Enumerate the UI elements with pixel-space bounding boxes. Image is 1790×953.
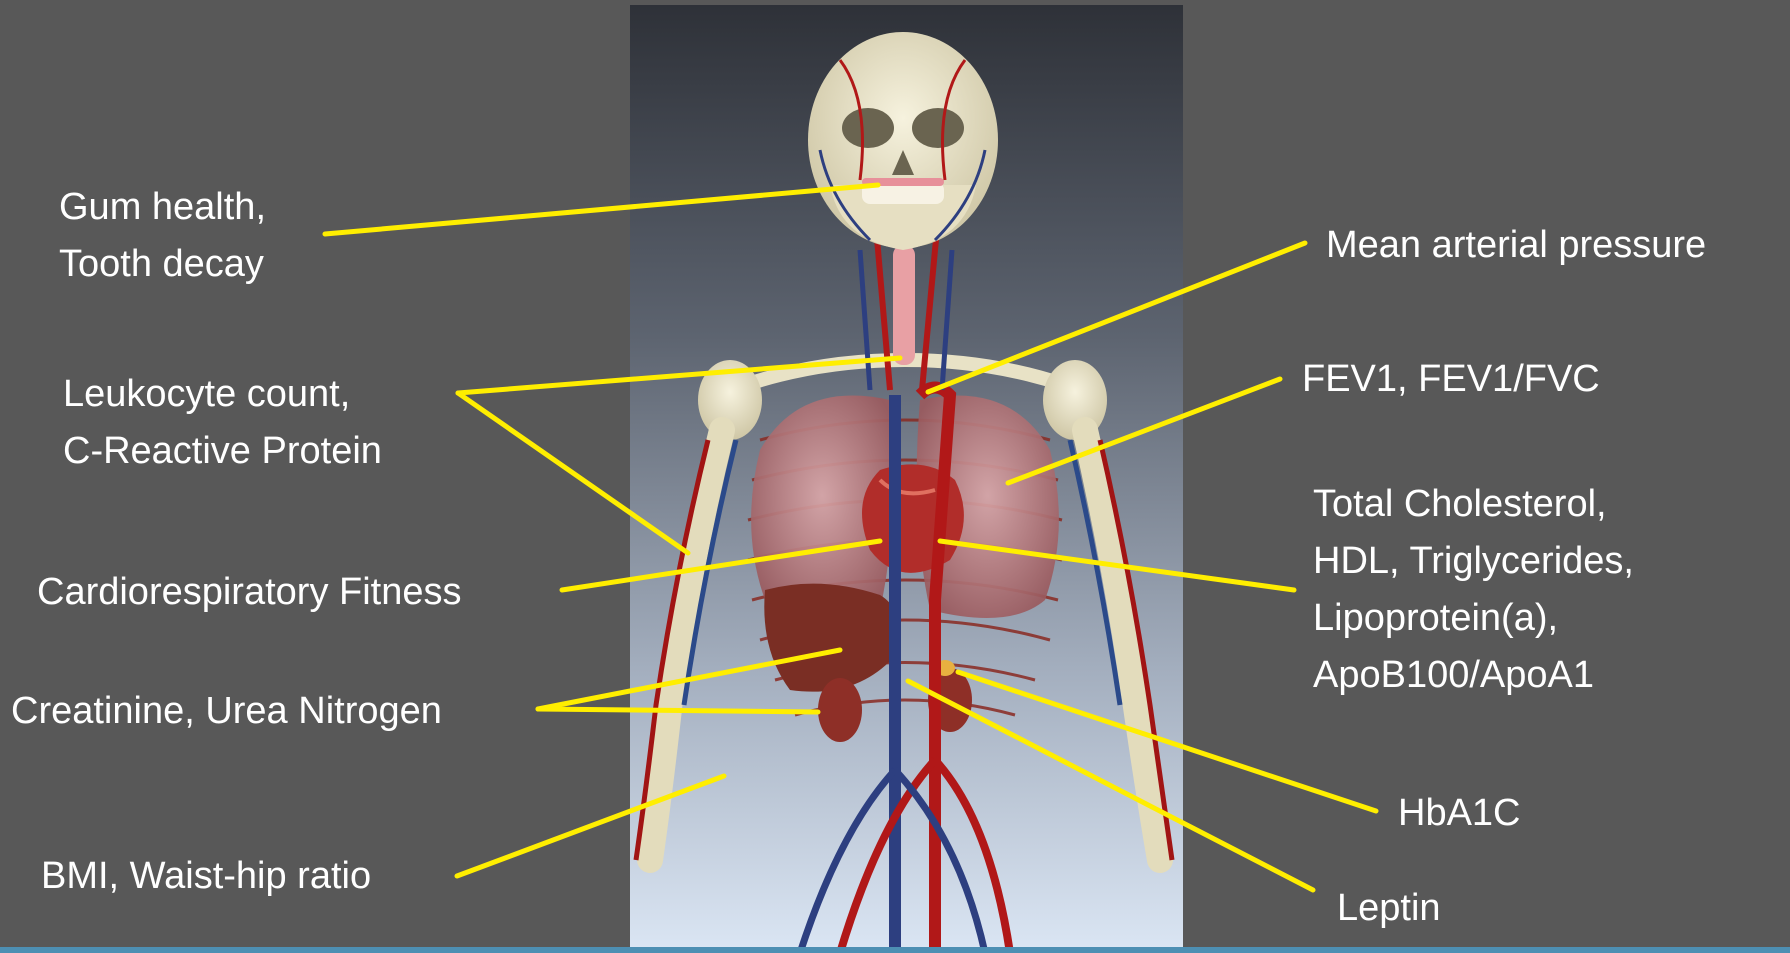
label-hba1c: HbA1C [1398,785,1521,842]
gums [862,178,944,186]
label-line: Gum health, [59,179,266,236]
label-line: FEV1, FEV1/FVC [1302,351,1600,408]
label-leukocyte: Leukocyte count, C-Reactive Protein [63,366,382,480]
bottom-accent-bar [0,947,1790,953]
label-fev1: FEV1, FEV1/FVC [1302,351,1600,408]
label-line: BMI, Waist-hip ratio [41,848,371,905]
label-line: Total Cholesterol, [1313,476,1634,533]
label-leptin: Leptin [1337,880,1441,937]
label-line: Lipoprotein(a), [1313,590,1634,647]
label-gum-health: Gum health, Tooth decay [59,179,266,293]
label-line: Leptin [1337,880,1441,937]
label-creatinine: Creatinine, Urea Nitrogen [11,683,442,740]
label-line: C-Reactive Protein [63,423,382,480]
trachea [893,245,915,365]
label-mean-arterial-pressure: Mean arterial pressure [1326,217,1706,274]
eye-socket-left [842,108,894,148]
label-line: HbA1C [1398,785,1521,842]
label-line: Creatinine, Urea Nitrogen [11,683,442,740]
label-line: Leukocyte count, [63,366,382,423]
label-line: Cardiorespiratory Fitness [37,564,461,621]
label-bmi: BMI, Waist-hip ratio [41,848,371,905]
eye-socket-right [912,108,964,148]
label-line: Mean arterial pressure [1326,217,1706,274]
label-cardiorespiratory-fitness: Cardiorespiratory Fitness [37,564,461,621]
label-line: HDL, Triglycerides, [1313,533,1634,590]
kidney-left [818,678,862,742]
label-line: Tooth decay [59,236,266,293]
label-cholesterol: Total Cholesterol, HDL, Triglycerides, L… [1313,476,1634,704]
label-line: ApoB100/ApoA1 [1313,647,1634,704]
